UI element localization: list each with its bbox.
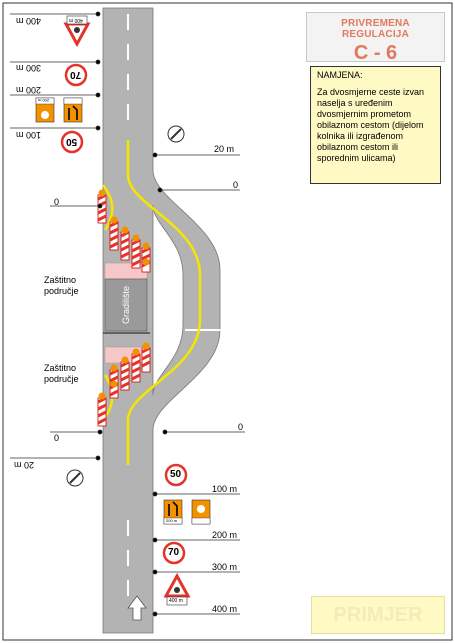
distance-right-400: 400 m	[212, 604, 238, 614]
title-subtitle: PRIVREMENA REGULACIJA	[341, 18, 410, 40]
sign-speed-50-top	[60, 130, 84, 154]
sign-speed-50-top-text: 50	[66, 136, 78, 147]
buffer-label-bottom-line2: područje	[44, 374, 79, 384]
buffer-label-bottom-line1: Zaštitno	[44, 363, 77, 373]
barrier-panels-bottom	[97, 342, 151, 427]
sign-speed-70-top-text: 70	[70, 69, 82, 80]
sign-end-restriction-top	[167, 125, 185, 143]
plate-200-bottom-text: 200 m	[166, 518, 178, 523]
buffer-zone-top	[104, 262, 148, 280]
note-text: Za dvosmjerne ceste izvan naselja s uređ…	[317, 87, 425, 163]
distance-right-200: 200 m	[212, 530, 238, 540]
sign-speed-50-bottom-text: 50	[170, 469, 182, 480]
distance-right-300: 300 m	[212, 562, 238, 572]
distance-right-100: 100 m	[212, 484, 238, 494]
distance-right-20: 20 m	[214, 144, 235, 154]
distance-right-0-top: 0	[233, 180, 239, 190]
buffer-label-bottom: Zaštitno područje	[44, 363, 79, 385]
distance-lines	[10, 11, 245, 617]
distance-left-0-bottom: 0	[54, 433, 60, 443]
note-title: NAMJENA:	[317, 70, 363, 80]
buffer-label-top-line2: područje	[44, 286, 79, 296]
distance-left-0-top: 0	[54, 197, 60, 207]
plate-400-bottom-text: 400 m	[169, 598, 183, 604]
buffer-label-top: Zaštitno područje	[44, 275, 79, 297]
sign-speed-50-bottom	[164, 463, 188, 487]
sign-speed-70-bottom-text: 70	[168, 547, 180, 558]
buffer-label-top-line1: Zaštitno	[44, 275, 77, 285]
plate-400-top-text: 400 m	[69, 17, 83, 23]
direction-arrow-icon	[127, 595, 147, 621]
construction-zone	[104, 278, 148, 332]
sign-roadworks-bottom	[163, 572, 191, 606]
title-code: C - 6	[353, 42, 398, 64]
purpose-note: NAMJENA: Za dvosmjerne ceste izvan nasel…	[310, 66, 441, 184]
watermark-label: PRIMJER	[311, 596, 445, 634]
plate-200-top-text: 200 m	[38, 98, 50, 103]
barrier-panels-top	[97, 189, 151, 273]
temporary-marking	[126, 140, 202, 465]
distance-left-300: 300 m	[16, 63, 42, 73]
title-box: PRIVREMENA REGULACIJA C - 6	[306, 12, 445, 64]
construction-label: Gradilište	[121, 286, 131, 325]
sign-speed-70-top	[64, 63, 88, 87]
distance-left-100: 100 m	[16, 130, 42, 140]
sign-end-restriction-bottom	[66, 469, 84, 487]
sign-detour-top	[35, 97, 83, 123]
sign-detour-bottom	[163, 499, 211, 525]
distance-left-200: 200 m	[16, 85, 42, 95]
sign-roadworks-top	[63, 15, 91, 48]
sign-speed-70-bottom	[162, 541, 186, 565]
distance-left-20: 20 m	[14, 460, 35, 470]
distance-right-0-bottom: 0	[238, 422, 244, 432]
temporary-marking-left-top	[102, 184, 114, 231]
distance-left-400: 400 m	[16, 16, 42, 26]
